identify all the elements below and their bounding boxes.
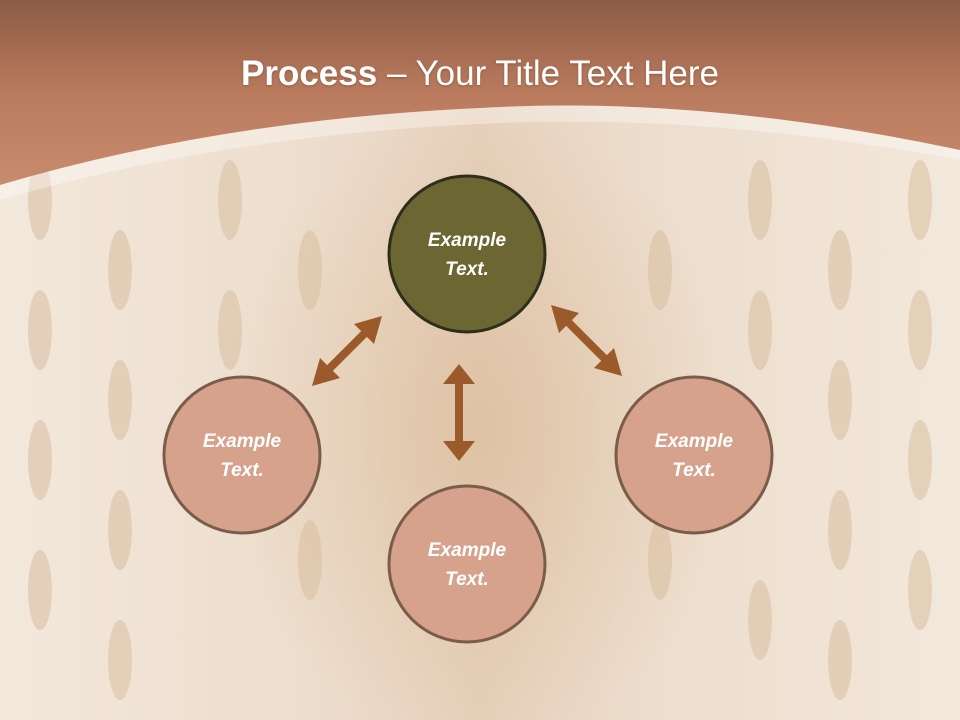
title-bold: Process	[241, 54, 378, 93]
arrow-center-right	[551, 305, 622, 376]
arrow-center-left	[312, 316, 382, 386]
node-left-line2: Text.	[220, 460, 264, 481]
figure-silhouette	[220, 110, 740, 720]
node-right-line2: Text.	[672, 460, 716, 481]
header-highlight	[0, 105, 960, 200]
node-bottom-line2: Text.	[445, 569, 489, 590]
title-rest: – Your Title Text Here	[377, 54, 719, 93]
node-bottom-line1: Example	[428, 540, 507, 561]
node-center-line1: Example	[428, 230, 507, 251]
node-center-line2: Text.	[445, 259, 489, 280]
node-bottom: Example Text.	[387, 484, 547, 644]
node-right-line1: Example	[655, 431, 734, 452]
header-band	[0, 0, 960, 185]
arrow-center-bottom	[443, 364, 475, 461]
node-right: Example Text.	[614, 375, 774, 535]
slide-title: Process – Your Title Text Here	[0, 52, 960, 96]
node-left: Example Text.	[162, 375, 322, 535]
node-center: Example Text.	[387, 174, 547, 334]
node-left-line1: Example	[203, 431, 282, 452]
